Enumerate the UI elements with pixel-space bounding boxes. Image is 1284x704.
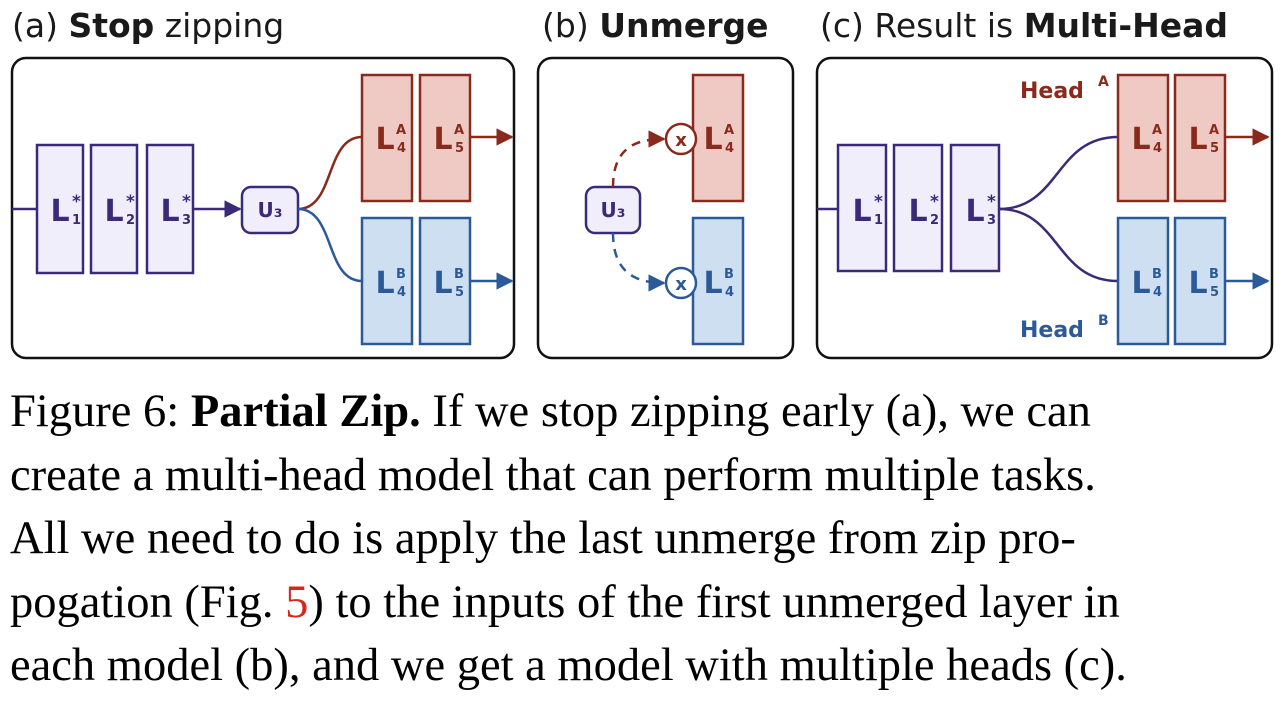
- sup-label: B: [1209, 267, 1219, 282]
- unmerge-label: U₃: [258, 198, 283, 222]
- caption-line-4: pogation (Fig. 5) to the inputs of the f…: [10, 576, 1120, 628]
- panel-a-title: (a) Stop zipping: [12, 6, 285, 45]
- sub-label: 4: [1153, 141, 1162, 156]
- layer-label: L: [50, 194, 69, 229]
- sub-label: 5: [455, 285, 464, 300]
- merged-layer-2: [892, 143, 944, 273]
- head-b-layer-4: [360, 216, 414, 346]
- sub-label: 1: [72, 213, 81, 228]
- head-a-layer-4: [360, 73, 414, 203]
- sub-label: 5: [1210, 141, 1219, 156]
- layer-label: L: [965, 194, 984, 229]
- figure-reference-link[interactable]: 5: [285, 576, 309, 628]
- multiply-label: x: [675, 130, 687, 151]
- caption-title: Partial Zip.: [190, 386, 421, 437]
- head-b-layer-4: [691, 216, 745, 346]
- sub-label: 4: [397, 141, 406, 156]
- layer-label: L: [1188, 266, 1207, 301]
- layer-label: L: [433, 122, 452, 157]
- head-a-layer-4: [691, 73, 745, 203]
- multiply-node-b: [664, 266, 698, 300]
- multiply-node-a: [664, 122, 698, 156]
- merged-layer-2: [89, 143, 139, 275]
- panel-b-title: (b) Unmerge: [542, 6, 769, 45]
- head-a-sup: A: [1098, 74, 1109, 90]
- sup-label: A: [1152, 123, 1162, 138]
- unmerge-label: U₃: [601, 198, 626, 222]
- head-b-label: Head: [1020, 318, 1084, 343]
- layer-label: L: [375, 266, 394, 301]
- layer-label: L: [160, 194, 179, 229]
- layer-label: L: [375, 122, 394, 157]
- sup-label: *: [72, 192, 81, 212]
- panel-c: L * 1 L * 2 L * 3 Head A Head B L A 4 L …: [817, 73, 1270, 346]
- layer-label: L: [852, 194, 871, 229]
- layer-label: L: [703, 122, 722, 157]
- caption-line-5: each model (b), and we get a model with …: [10, 640, 1127, 691]
- sup-label: B: [454, 267, 464, 282]
- layer-label: L: [908, 194, 927, 229]
- sup-label: A: [454, 123, 464, 138]
- caption-line-3: All we need to do is apply the last unme…: [10, 513, 1076, 564]
- multiply-label: x: [675, 274, 687, 295]
- sup-label: A: [724, 123, 734, 138]
- layer-label: L: [433, 266, 452, 301]
- layer-label: L: [104, 194, 123, 229]
- sub-label: 4: [1153, 285, 1162, 300]
- merged-layer-1: [35, 143, 85, 275]
- sup-label: *: [874, 192, 883, 212]
- sup-label: B: [1152, 267, 1162, 282]
- head-b-layer-4: [1116, 216, 1170, 346]
- layer-label: L: [703, 266, 722, 301]
- sub-label: 5: [1210, 285, 1219, 300]
- layer-label: L: [1131, 122, 1150, 157]
- sup-label: A: [1209, 123, 1219, 138]
- sup-label: B: [396, 267, 406, 282]
- sub-label: 2: [126, 213, 135, 228]
- sup-label: *: [182, 192, 191, 212]
- head-b-layer-5: [418, 216, 472, 346]
- sub-label: 2: [930, 213, 939, 228]
- caption-line-2: create a multi-head model that can perfo…: [10, 449, 1096, 501]
- sup-label: A: [396, 123, 406, 138]
- sub-label: 5: [455, 141, 464, 156]
- sub-label: 3: [182, 213, 191, 228]
- head-b-layer-5: [1173, 216, 1227, 346]
- sub-label: 4: [397, 285, 406, 300]
- head-a-label: Head: [1020, 79, 1084, 104]
- panel-b-frame: [536, 56, 795, 360]
- merged-layer-3: [145, 143, 195, 275]
- panel-c-title: (c) Result is Multi-Head: [820, 6, 1229, 45]
- head-b-sup: B: [1098, 313, 1109, 329]
- sup-label: *: [126, 192, 135, 212]
- caption-line-1: Figure 6: Partial Zip. If we stop zippin…: [10, 386, 1091, 437]
- sub-label: 1: [874, 213, 883, 228]
- sub-label: 4: [725, 285, 734, 300]
- panel-a: U₃ L * 1 L * 2 L * 3 L A 4 L A 5 L B 4 L…: [12, 73, 514, 346]
- merged-layer-1: [836, 143, 888, 273]
- sub-label: 3: [987, 213, 996, 228]
- head-a-layer-4: [1116, 73, 1170, 203]
- layer-label: L: [1188, 122, 1207, 157]
- sup-label: *: [930, 192, 939, 212]
- panel-b: U₃ x x L A 4 L B 4: [584, 73, 745, 346]
- sub-label: 4: [725, 141, 734, 156]
- figure-caption: Figure 6: Partial Zip. If we stop zippin…: [10, 380, 1274, 698]
- layer-label: L: [1131, 266, 1150, 301]
- partial-zip-diagram: U₃ L * 1 L * 2 L * 3 L A 4 L A 5 L B 4 L…: [10, 56, 1274, 360]
- sup-label: *: [987, 192, 996, 212]
- sup-label: B: [724, 267, 734, 282]
